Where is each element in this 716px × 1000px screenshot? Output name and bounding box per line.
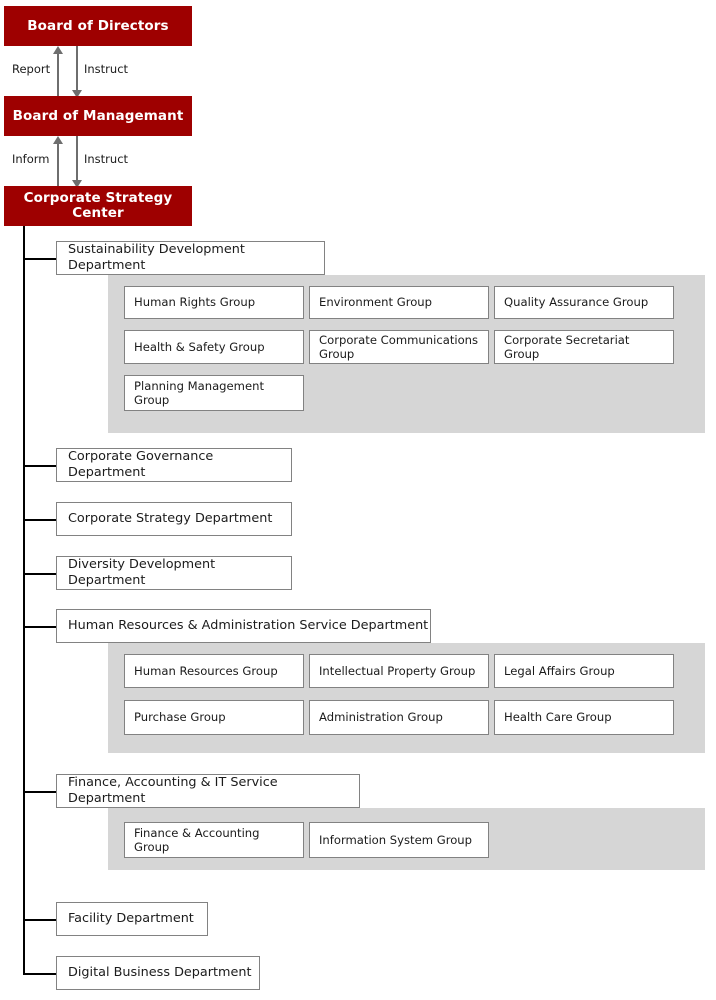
branch-line-human-resources bbox=[23, 626, 57, 628]
branch-line-facility bbox=[23, 919, 57, 921]
report-arrow-head-icon bbox=[53, 46, 63, 54]
department-box-sustainability-development[interactable]: Sustainability Development Department bbox=[56, 241, 325, 275]
group-box-quality-assurance[interactable]: Quality Assurance Group bbox=[494, 286, 674, 319]
group-label: Quality Assurance Group bbox=[504, 295, 649, 310]
department-label: Facility Department bbox=[68, 911, 194, 926]
group-box-human-rights[interactable]: Human Rights Group bbox=[124, 286, 304, 319]
group-label: Administration Group bbox=[319, 710, 443, 725]
group-label: Health & Safety Group bbox=[134, 339, 265, 354]
group-label: Corporate Secretariat Group bbox=[504, 332, 630, 361]
group-box-finance-accounting[interactable]: Finance & Accounting Group bbox=[124, 822, 304, 858]
connector-label-instruct-1: Instruct bbox=[84, 62, 129, 76]
branch-line-digital-business bbox=[23, 973, 57, 975]
group-label: Corporate Communications Group bbox=[319, 332, 479, 361]
department-label: Human Resources & Administration Service… bbox=[68, 618, 429, 633]
department-box-corporate-strategy[interactable]: Corporate Strategy Department bbox=[56, 502, 292, 536]
branch-line-sustainability bbox=[23, 258, 57, 260]
branch-line-corporate-governance bbox=[23, 465, 57, 467]
org-trunk-line bbox=[23, 226, 25, 973]
department-box-digital-business[interactable]: Digital Business Department bbox=[56, 956, 260, 990]
exec-label: Board of Directors bbox=[27, 17, 169, 34]
exec-box-corporate-strategy-center[interactable]: Corporate Strategy Center bbox=[4, 186, 192, 226]
department-box-diversity-development[interactable]: Diversity Development Department bbox=[56, 556, 292, 590]
department-label: Diversity Development Department bbox=[68, 557, 216, 588]
group-label: Human Resources Group bbox=[134, 663, 278, 678]
branch-line-corporate-strategy bbox=[23, 519, 57, 521]
department-label: Digital Business Department bbox=[68, 965, 252, 980]
department-box-facility[interactable]: Facility Department bbox=[56, 902, 208, 936]
group-label: Information System Group bbox=[319, 832, 473, 847]
group-box-health-and-safety[interactable]: Health & Safety Group bbox=[124, 330, 304, 364]
group-box-administration[interactable]: Administration Group bbox=[309, 700, 489, 735]
report-arrow-line bbox=[57, 52, 59, 98]
connector-label-instruct-2: Instruct bbox=[84, 152, 129, 166]
branch-line-diversity-development bbox=[23, 573, 57, 575]
group-box-intellectual-property[interactable]: Intellectual Property Group bbox=[309, 654, 489, 688]
department-box-corporate-governance[interactable]: Corporate Governance Department bbox=[56, 448, 292, 482]
exec-box-board-of-managemant[interactable]: Board of Managemant bbox=[4, 96, 192, 136]
group-label: Intellectual Property Group bbox=[319, 663, 476, 678]
connector-label-report: Report bbox=[12, 62, 51, 76]
department-label: Sustainability Development Department bbox=[68, 242, 245, 273]
department-box-finance-accounting-it[interactable]: Finance, Accounting & IT Service Departm… bbox=[56, 774, 360, 808]
group-box-health-care[interactable]: Health Care Group bbox=[494, 700, 674, 735]
group-box-human-resources[interactable]: Human Resources Group bbox=[124, 654, 304, 688]
inform-arrow-line bbox=[57, 142, 59, 188]
group-box-corporate-communications[interactable]: Corporate Communications Group bbox=[309, 330, 489, 364]
branch-line-finance bbox=[23, 791, 57, 793]
department-box-human-resources-administration[interactable]: Human Resources & Administration Service… bbox=[56, 609, 431, 643]
instruct-arrow-line-2 bbox=[76, 136, 78, 182]
group-label: Legal Affairs Group bbox=[504, 663, 615, 678]
group-label: Planning Management Group bbox=[134, 378, 264, 407]
department-label: Corporate Governance Department bbox=[68, 449, 214, 480]
exec-box-board-of-directors[interactable]: Board of Directors bbox=[4, 6, 192, 46]
group-label: Environment Group bbox=[319, 295, 433, 310]
instruct-arrow-head-icon-2 bbox=[72, 180, 82, 188]
group-box-legal-affairs[interactable]: Legal Affairs Group bbox=[494, 654, 674, 688]
group-box-information-system[interactable]: Information System Group bbox=[309, 822, 489, 858]
group-label: Human Rights Group bbox=[134, 295, 256, 310]
department-label: Corporate Strategy Department bbox=[68, 511, 273, 526]
group-label: Purchase Group bbox=[134, 710, 226, 725]
group-box-environment[interactable]: Environment Group bbox=[309, 286, 489, 319]
instruct-arrow-head-icon-1 bbox=[72, 90, 82, 98]
group-label: Finance & Accounting Group bbox=[134, 825, 260, 854]
group-box-corporate-secretariat[interactable]: Corporate Secretariat Group bbox=[494, 330, 674, 364]
connector-label-inform: Inform bbox=[12, 152, 50, 166]
exec-label: Board of Managemant bbox=[12, 107, 184, 124]
instruct-arrow-line-1 bbox=[76, 46, 78, 92]
department-label: Finance, Accounting & IT Service Departm… bbox=[68, 775, 278, 806]
exec-label: Corporate Strategy Center bbox=[23, 190, 173, 221]
group-label: Health Care Group bbox=[504, 710, 612, 725]
group-box-purchase[interactable]: Purchase Group bbox=[124, 700, 304, 735]
group-box-planning-management[interactable]: Planning Management Group bbox=[124, 375, 304, 411]
inform-arrow-head-icon bbox=[53, 136, 63, 144]
